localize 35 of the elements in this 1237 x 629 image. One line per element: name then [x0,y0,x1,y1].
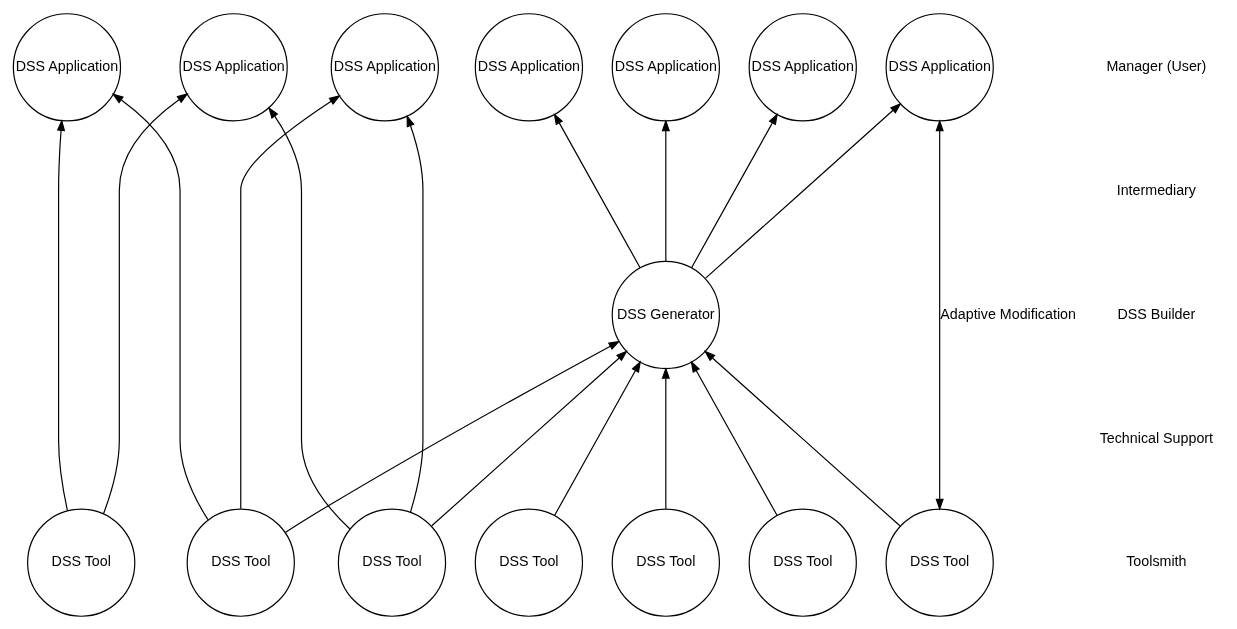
arrow [661,366,670,509]
arrow [661,118,670,262]
label: Toolsmith [1126,552,1187,569]
arrow [284,340,621,533]
node-circle: DSS Application [474,12,584,121]
arrow [103,92,189,514]
arrow [554,360,642,516]
node-circle: DSS Application [748,12,857,121]
arrow [705,102,902,279]
arrow [431,349,628,526]
arrow [935,118,944,511]
arrow [691,112,778,268]
edge-label: Adaptive Modification [940,305,1076,322]
arrow [690,360,778,516]
node-circle: DSS Tool [611,508,720,617]
node-circle: DSS Tool [748,508,857,617]
node-circle: DSS Generator [611,260,720,369]
node-circle: DSS Tool [27,508,136,617]
node-circle: DSS Application [611,12,720,121]
arrow [553,112,641,268]
label: Intermediary [1116,181,1197,198]
arrow [56,118,68,511]
label: Technical Support [1099,429,1214,446]
arrow [406,114,424,513]
arrow [240,94,341,509]
node-circle: DSS Application [885,12,994,121]
label: Manager (User) [1106,57,1207,74]
arrow [111,92,209,520]
label: DSS Builder [1117,305,1196,322]
node-circle: DSS Tool [885,508,994,617]
node-circle: DSS Tool [186,508,295,617]
node-circle: DSS Tool [474,508,584,617]
arrow [268,106,351,530]
node-circle: DSS Tool [337,508,447,617]
arrow [703,349,901,526]
